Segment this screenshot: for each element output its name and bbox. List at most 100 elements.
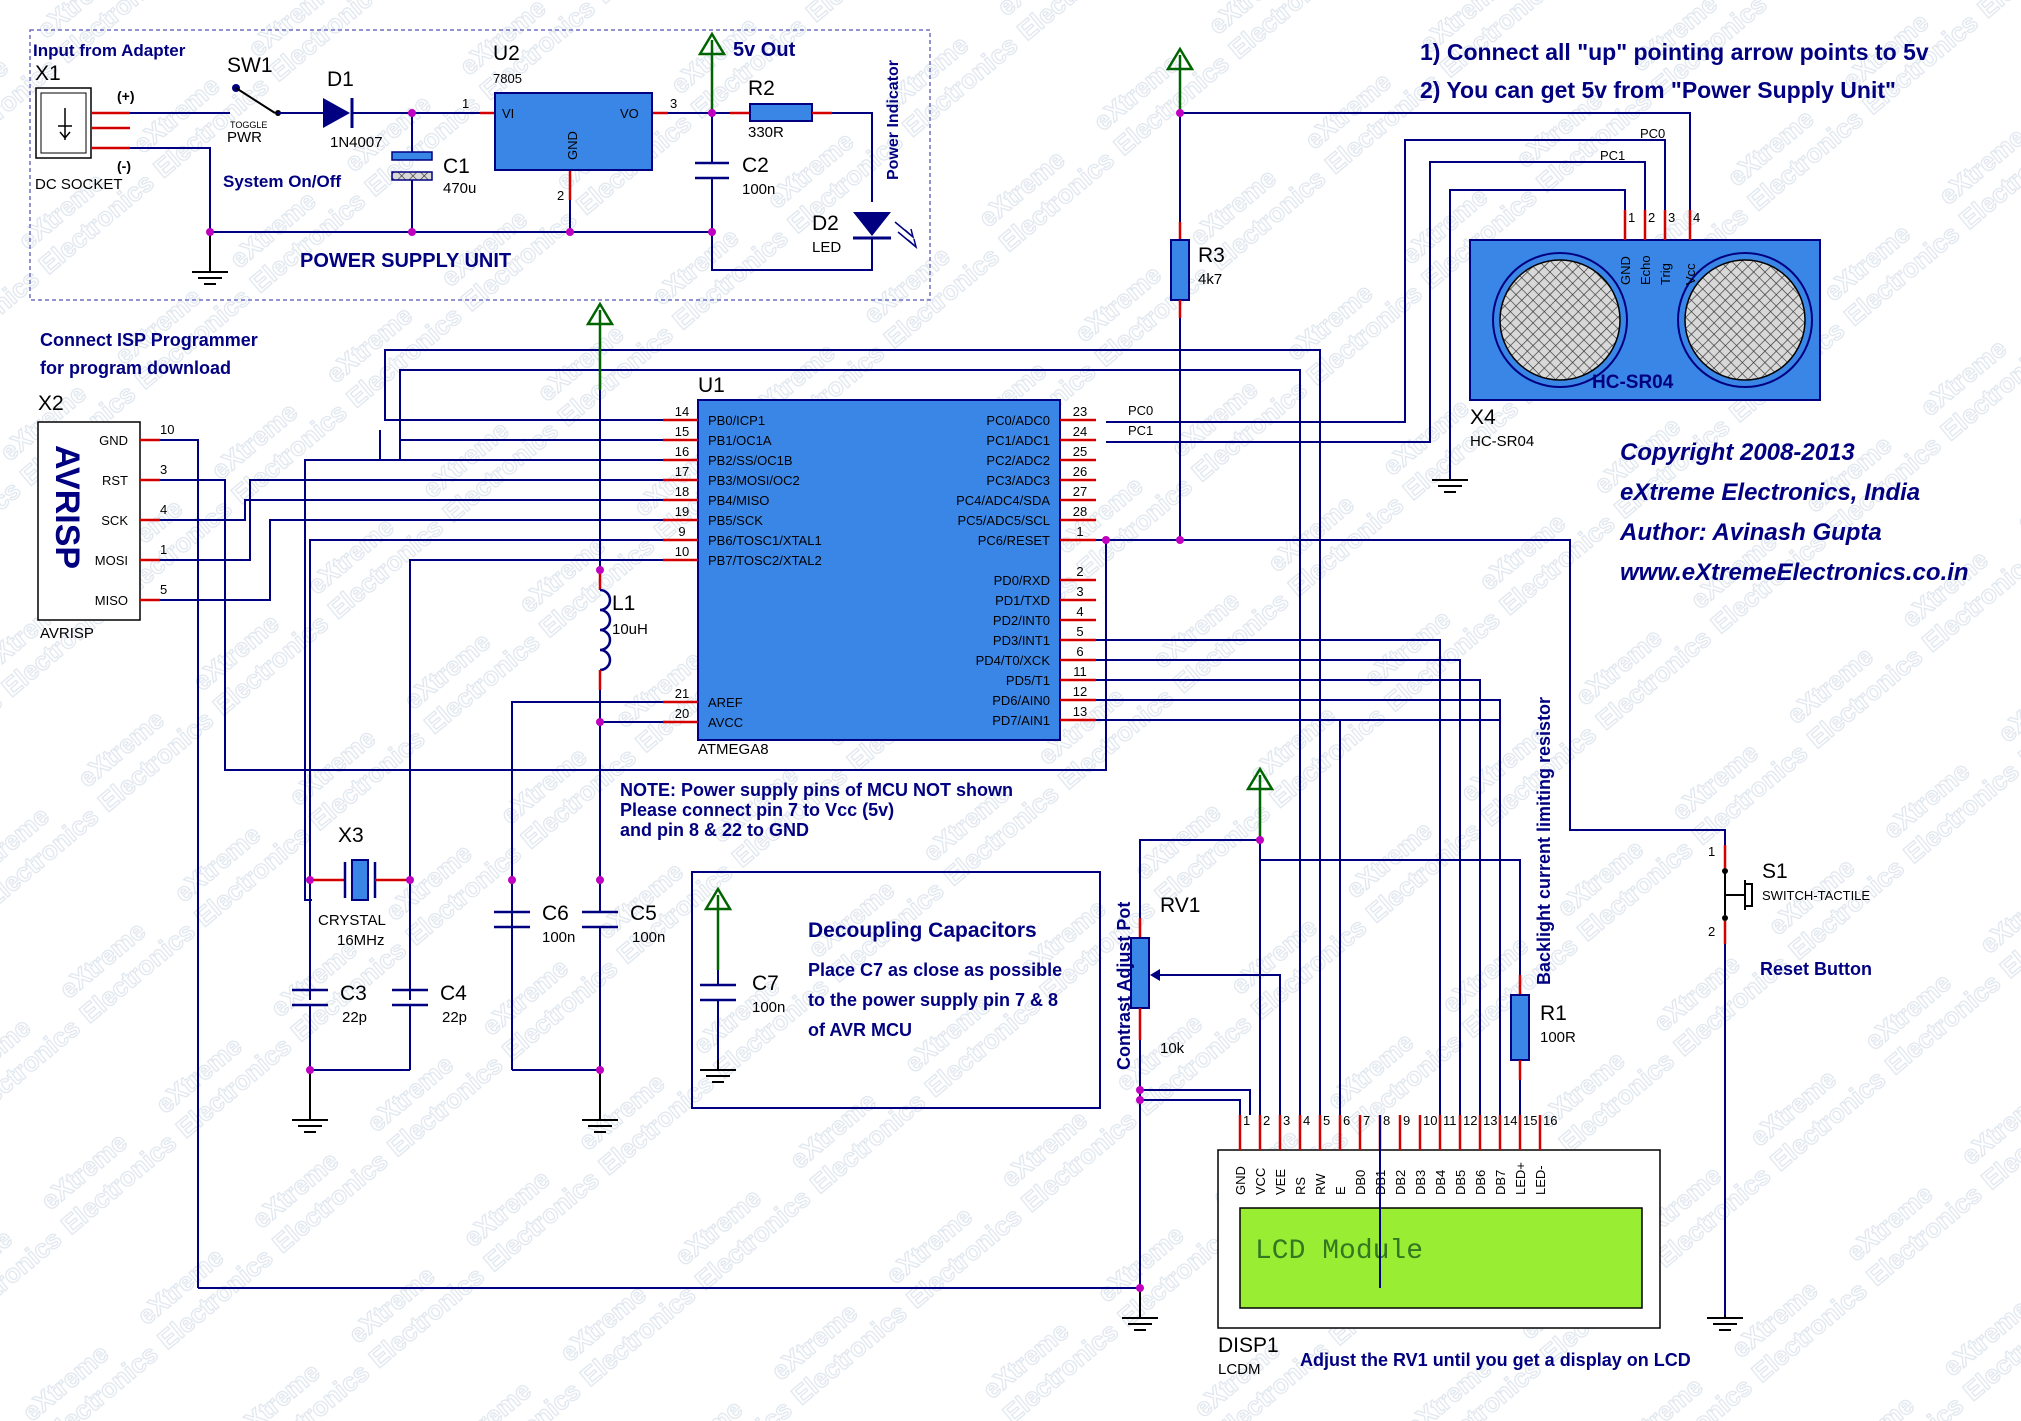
lcd-pin-num: 6 xyxy=(1343,1113,1350,1128)
u1-pin-num: 1 xyxy=(1076,524,1083,539)
regulator-u2: U2 7805 VI VO GND 1 2 3 xyxy=(462,42,677,203)
system-onoff-label: System On/Off xyxy=(223,172,341,191)
x2-pin-name: MISO xyxy=(95,593,128,608)
capacitor-c4: C4 22p xyxy=(392,880,467,1070)
power-indicator-label: Power Indicator xyxy=(885,60,902,180)
isp-note-2: for program download xyxy=(40,358,231,378)
u1-pin-name: PD1/TXD xyxy=(995,593,1050,608)
capacitor-c5: C5 100n xyxy=(582,880,665,1070)
crystal-x3: X3 CRYSTAL 16MHz xyxy=(310,824,410,949)
r1-value: 100R xyxy=(1540,1029,1576,1046)
lcd-pin-num: 2 xyxy=(1263,1113,1270,1128)
potentiometer-rv1: RV1 10k xyxy=(1130,894,1281,1115)
x4-title: HC-SR04 xyxy=(1592,372,1674,393)
instruction-2: 2) You can get 5v from "Power Supply Uni… xyxy=(1420,77,1896,103)
sw1-value: PWR xyxy=(227,129,262,146)
disp1-value: LCDM xyxy=(1218,1361,1261,1378)
d2-ref: D2 xyxy=(812,212,839,235)
input-adapter-label: Input from Adapter xyxy=(33,41,186,60)
u1-pin-name: PC5/ADC5/SCL xyxy=(958,513,1050,528)
lcd-pin-num: 12 xyxy=(1463,1113,1477,1128)
x2-value: AVRISP xyxy=(40,625,94,642)
lcd-pin-num: 3 xyxy=(1283,1113,1290,1128)
r3-vcc-arrow xyxy=(1165,46,1195,113)
lcd-pin-num: 7 xyxy=(1363,1113,1370,1128)
c5-ref: C5 xyxy=(630,902,657,925)
lcd-pin-name: VEE xyxy=(1273,1169,1288,1195)
x2-pin-name: RST xyxy=(102,473,128,488)
u1-pin-num: 4 xyxy=(1076,604,1083,619)
lcd-pin-num: 16 xyxy=(1543,1113,1557,1128)
x4-pin3: 3 xyxy=(1668,210,1675,225)
lcd-pin-num: 10 xyxy=(1423,1113,1437,1128)
s1-pin2: 2 xyxy=(1708,924,1715,939)
u1-pin-num: 13 xyxy=(1073,704,1087,719)
c1-ref: C1 xyxy=(443,155,470,178)
c6-value: 100n xyxy=(542,929,575,946)
u2-ref: U2 xyxy=(493,42,520,65)
u1-pin-num: 11 xyxy=(1073,664,1087,679)
toggle-switch-sw1: SW1 TOGGLE PWR xyxy=(227,54,281,146)
x4-ground xyxy=(1432,479,1468,493)
u1-pin-name: PD4/T0/XCK xyxy=(976,653,1051,668)
sw1-ref: SW1 xyxy=(227,54,273,77)
r3-ref: R3 xyxy=(1198,244,1225,267)
x2-pin-num: 3 xyxy=(160,462,167,477)
x3-freq: 16MHz xyxy=(337,932,385,949)
u1-pin-num: 26 xyxy=(1073,464,1087,479)
u1-pin-num: 14 xyxy=(675,404,689,419)
lcd-pin-name: VCC xyxy=(1253,1168,1268,1195)
u1-pin-num: 28 xyxy=(1073,504,1087,519)
r2-ref: R2 xyxy=(748,77,775,100)
r3-value: 4k7 xyxy=(1198,271,1222,288)
capacitor-c2: C2 100n xyxy=(695,113,775,232)
u1-pin-num: 12 xyxy=(1073,684,1087,699)
s1-value: SWITCH-TACTILE xyxy=(1762,888,1870,903)
x3-value: CRYSTAL xyxy=(318,912,386,929)
decoupling-note-2: to the power supply pin 7 & 8 xyxy=(808,990,1058,1010)
lcd-pin-num: 1 xyxy=(1243,1113,1250,1128)
x4-net-pc1: PC1 xyxy=(1600,148,1625,163)
x3-ref: X3 xyxy=(338,824,364,847)
ultrasonic-sensor-x4: HC-SR04 GND Echo Trig Vcc 1 2 3 4 X4 HC-… xyxy=(1469,210,1821,450)
u1-pin-num: 6 xyxy=(1076,644,1083,659)
mcu-u1: U1 ATMEGA8 PB0/ICP114PB1/OC1A15PB2/SS/OC… xyxy=(663,374,1096,758)
u1-pin-num: 21 xyxy=(675,686,689,701)
c3-value: 22p xyxy=(342,1009,367,1026)
x1-plus: (+) xyxy=(117,88,135,104)
contrast-label: Contrast Adjust Pot xyxy=(1114,902,1134,1070)
x2-pin-name: SCK xyxy=(101,513,128,528)
u1-pin-name: PD2/INT0 xyxy=(993,613,1050,628)
u1-pin-name: PB3/MOSI/OC2 xyxy=(708,473,800,488)
lcd-pin-name: DB0 xyxy=(1353,1170,1368,1195)
c3-ref: C3 xyxy=(340,982,367,1005)
u1-pin-name: AVCC xyxy=(708,715,743,730)
5v-out-label: 5v Out xyxy=(733,39,796,61)
capacitor-c1: C1 470u xyxy=(391,113,476,232)
x2-pin-name: MOSI xyxy=(95,553,128,568)
u1-pin-num: 16 xyxy=(675,444,689,459)
x4-pin2: 2 xyxy=(1648,210,1655,225)
crystal-ground xyxy=(292,1070,328,1133)
x4-pin4: 4 xyxy=(1693,210,1700,225)
d2-value: LED xyxy=(812,239,841,256)
lcd-pin-name: DB5 xyxy=(1453,1170,1468,1195)
x1-ref: X1 xyxy=(35,62,61,85)
resistor-r2: R2 330R xyxy=(730,77,832,141)
isp-note-1: Connect ISP Programmer xyxy=(40,330,258,350)
avcc-vcc-arrow xyxy=(585,301,615,390)
lcd-pin-name: LED+ xyxy=(1513,1162,1528,1195)
u1-pin-name: PB1/OC1A xyxy=(708,433,772,448)
u2-pin1: 1 xyxy=(462,96,469,111)
sw1-type: TOGGLE xyxy=(230,120,267,130)
lcd-pin-name: RS xyxy=(1293,1177,1308,1195)
diode-d1: D1 1N4007 xyxy=(323,68,383,151)
tactile-switch-s1: S1 SWITCH-TACTILE 1 2 xyxy=(1708,844,1870,944)
u1-pin-num: 27 xyxy=(1073,484,1087,499)
u1-pin-num: 9 xyxy=(678,524,685,539)
capacitor-c3: C3 22p xyxy=(292,880,367,1070)
u1-pin-name: AREF xyxy=(708,695,743,710)
decoupling-note-1: Place C7 as close as possible xyxy=(808,960,1062,980)
copyright-line2: eXtreme Electronics, India xyxy=(1620,479,1920,506)
